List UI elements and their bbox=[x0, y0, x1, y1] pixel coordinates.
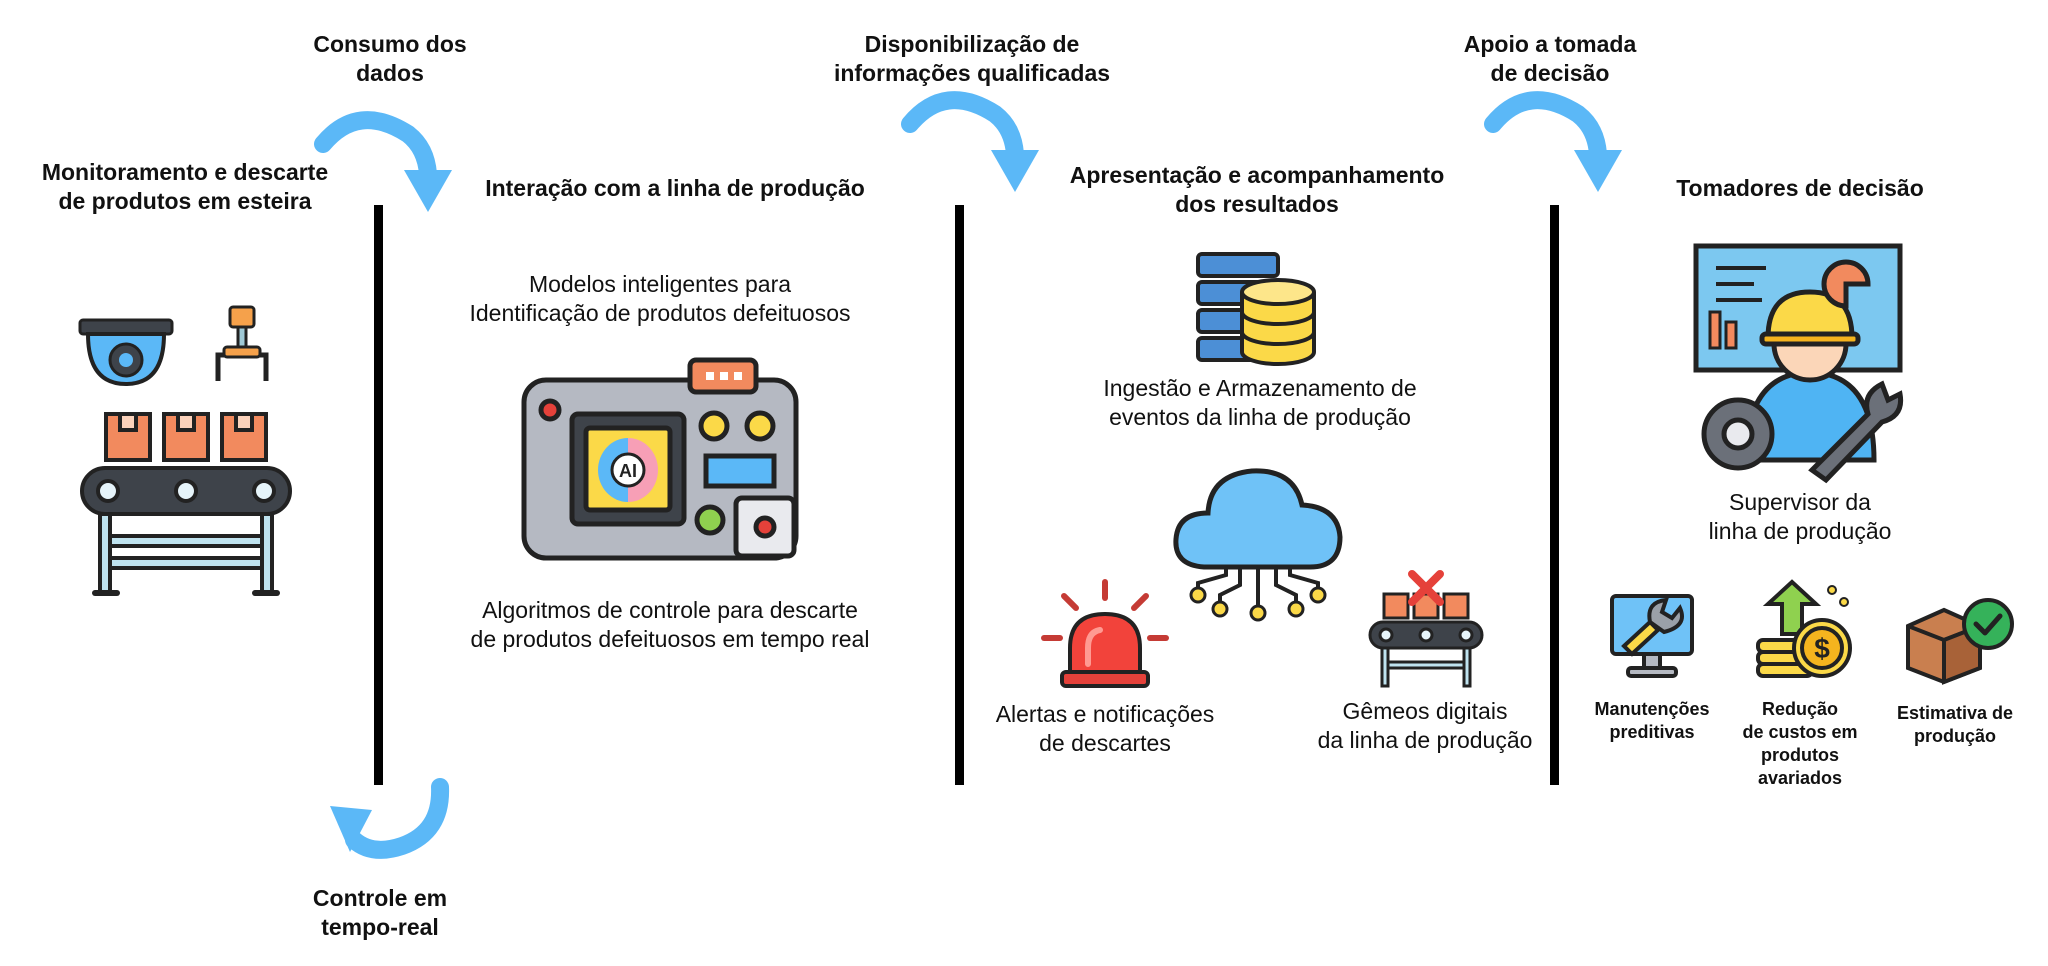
flow-arrow-2 bbox=[901, 91, 1039, 192]
models-text: Modelos inteligentes para Identificação … bbox=[469, 271, 851, 326]
divider-1 bbox=[374, 205, 383, 785]
divider-2 bbox=[955, 205, 964, 785]
alarm-siren-icon bbox=[1041, 579, 1169, 688]
col4-title: Tomadores de decisão bbox=[1676, 175, 1924, 201]
currency-symbol: $ bbox=[1814, 633, 1830, 664]
gemeos-text: Gêmeos digitais da linha de produção bbox=[1317, 698, 1533, 753]
supervisor-text: Supervisor da linha de produção bbox=[1708, 489, 1892, 544]
production-estimate-box-icon bbox=[1906, 598, 2014, 685]
robotic-arm-icon bbox=[215, 305, 269, 381]
ai-chip-label: AI bbox=[619, 461, 637, 481]
digital-twin-conveyor-icon bbox=[1368, 570, 1484, 688]
predictive-maintenance-icon bbox=[1610, 594, 1694, 678]
cost-reduction-coins-icon: $ bbox=[1756, 579, 1852, 678]
benefit-label-reducao: Redução de custos em produtos avariados bbox=[1742, 699, 1858, 788]
col2-title: Interação com a linha de produção bbox=[485, 175, 865, 201]
divider-3 bbox=[1550, 205, 1559, 785]
ingestao-text: Ingestão e Armazenamento de eventos da l… bbox=[1103, 375, 1417, 430]
flow-label-controle: Controle em tempo-real bbox=[312, 885, 448, 940]
flow-label-disponibilizacao: Disponibilização de informações qualific… bbox=[833, 31, 1111, 86]
flow-label-apoio: Apoio a tomada de decisão bbox=[1463, 31, 1637, 86]
alertas-text: Alertas e notificações de descartes bbox=[995, 701, 1215, 756]
supervisor-dashboard-icon bbox=[1693, 243, 1904, 484]
ai-chip-board-icon: AI bbox=[521, 357, 799, 561]
conveyor-belt-icon bbox=[80, 412, 292, 596]
benefit-label-estimativa: Estimativa de produção bbox=[1896, 703, 2014, 746]
flow-label-consumo: Consumo dos dados bbox=[313, 31, 467, 86]
flow-arrow-return bbox=[330, 778, 450, 859]
col3-title: Apresentação e acompanhamento dos result… bbox=[1069, 162, 1445, 217]
flow-arrow-1 bbox=[314, 111, 452, 212]
col1-title: Monitoramento e descarte de produtos em … bbox=[41, 159, 329, 214]
algorithms-text: Algoritmos de controle para descarte de … bbox=[470, 597, 870, 652]
flow-arrow-3 bbox=[1484, 91, 1622, 192]
cloud-network-icon bbox=[1173, 468, 1343, 622]
security-camera-icon bbox=[78, 318, 174, 387]
benefit-label-manutencoes: Manutenções preditivas bbox=[1594, 699, 1710, 742]
server-database-icon bbox=[1196, 252, 1316, 366]
